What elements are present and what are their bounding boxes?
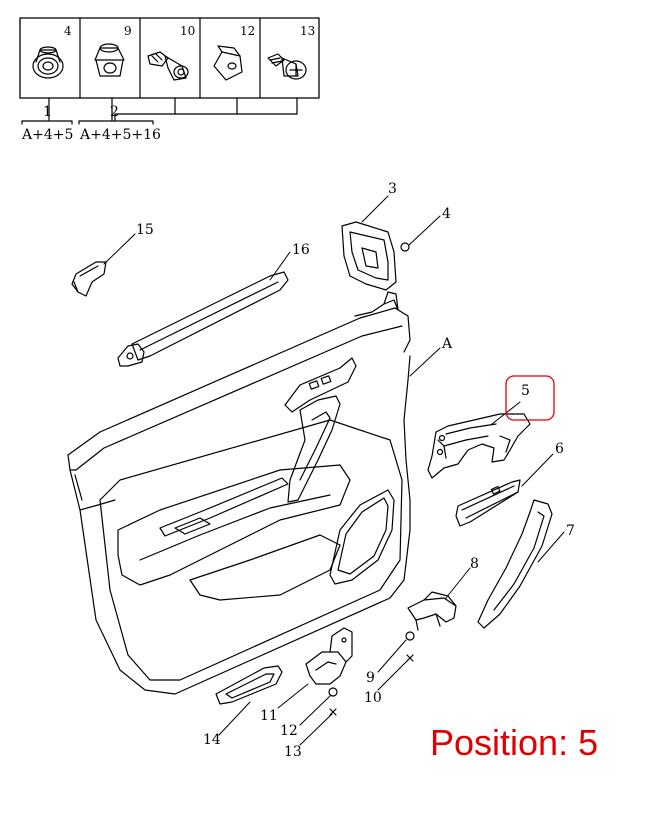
callout-4: 4 [442, 206, 451, 222]
kit-2-formula: A+4+5+16 [79, 127, 161, 143]
callout-A: A [441, 336, 453, 352]
kit-1-number: 1 [43, 104, 52, 120]
callout-9: 9 [366, 670, 375, 686]
leader-lines [103, 195, 565, 746]
part-14-speaker-bezel [215, 665, 283, 705]
legend-num-12: 12 [240, 24, 255, 38]
legend-num-4: 4 [64, 24, 72, 38]
callout-6: 6 [555, 441, 564, 457]
position-label: Position: 5 [430, 722, 599, 763]
flange-bolt-icon [147, 51, 189, 81]
fastener-legend [19, 17, 320, 125]
part-8-bracket [407, 591, 457, 631]
callout-16: 16 [292, 242, 310, 258]
legend-num-13: 13 [300, 24, 315, 38]
callout-7: 7 [566, 523, 575, 539]
callout-13: 13 [284, 744, 302, 760]
callout-11: 11 [260, 708, 278, 724]
door-trim-panel-A [67, 291, 411, 695]
callout-5: 5 [521, 383, 530, 399]
callout-8: 8 [470, 556, 479, 572]
legend-num-10: 10 [180, 24, 195, 38]
part-6-switch-panel [455, 479, 521, 527]
kit-brackets [21, 97, 298, 125]
callout-10: 10 [364, 690, 382, 706]
square-clip-icon [213, 45, 243, 81]
part-5-inner-handle [427, 413, 531, 479]
part-15-bracket [71, 261, 107, 297]
callout-15: 15 [136, 222, 154, 238]
part-3-mirror-cover [341, 221, 397, 291]
push-nut-clip-icon [32, 46, 64, 79]
callout-14: 14 [203, 732, 221, 748]
phillips-screw-icon [267, 53, 307, 80]
callout-12: 12 [280, 723, 298, 739]
highlight-box [505, 375, 555, 421]
part-16-belt-strip [117, 271, 289, 367]
callout-3: 3 [388, 181, 397, 197]
kit-2-number: 2 [110, 104, 119, 120]
kit-1-formula: A+4+5 [21, 127, 73, 143]
part-7-handle-cover [477, 499, 553, 629]
legend-num-9: 9 [124, 24, 132, 38]
part-11-mount-bracket [305, 627, 353, 685]
plastic-nut-icon [94, 43, 125, 77]
